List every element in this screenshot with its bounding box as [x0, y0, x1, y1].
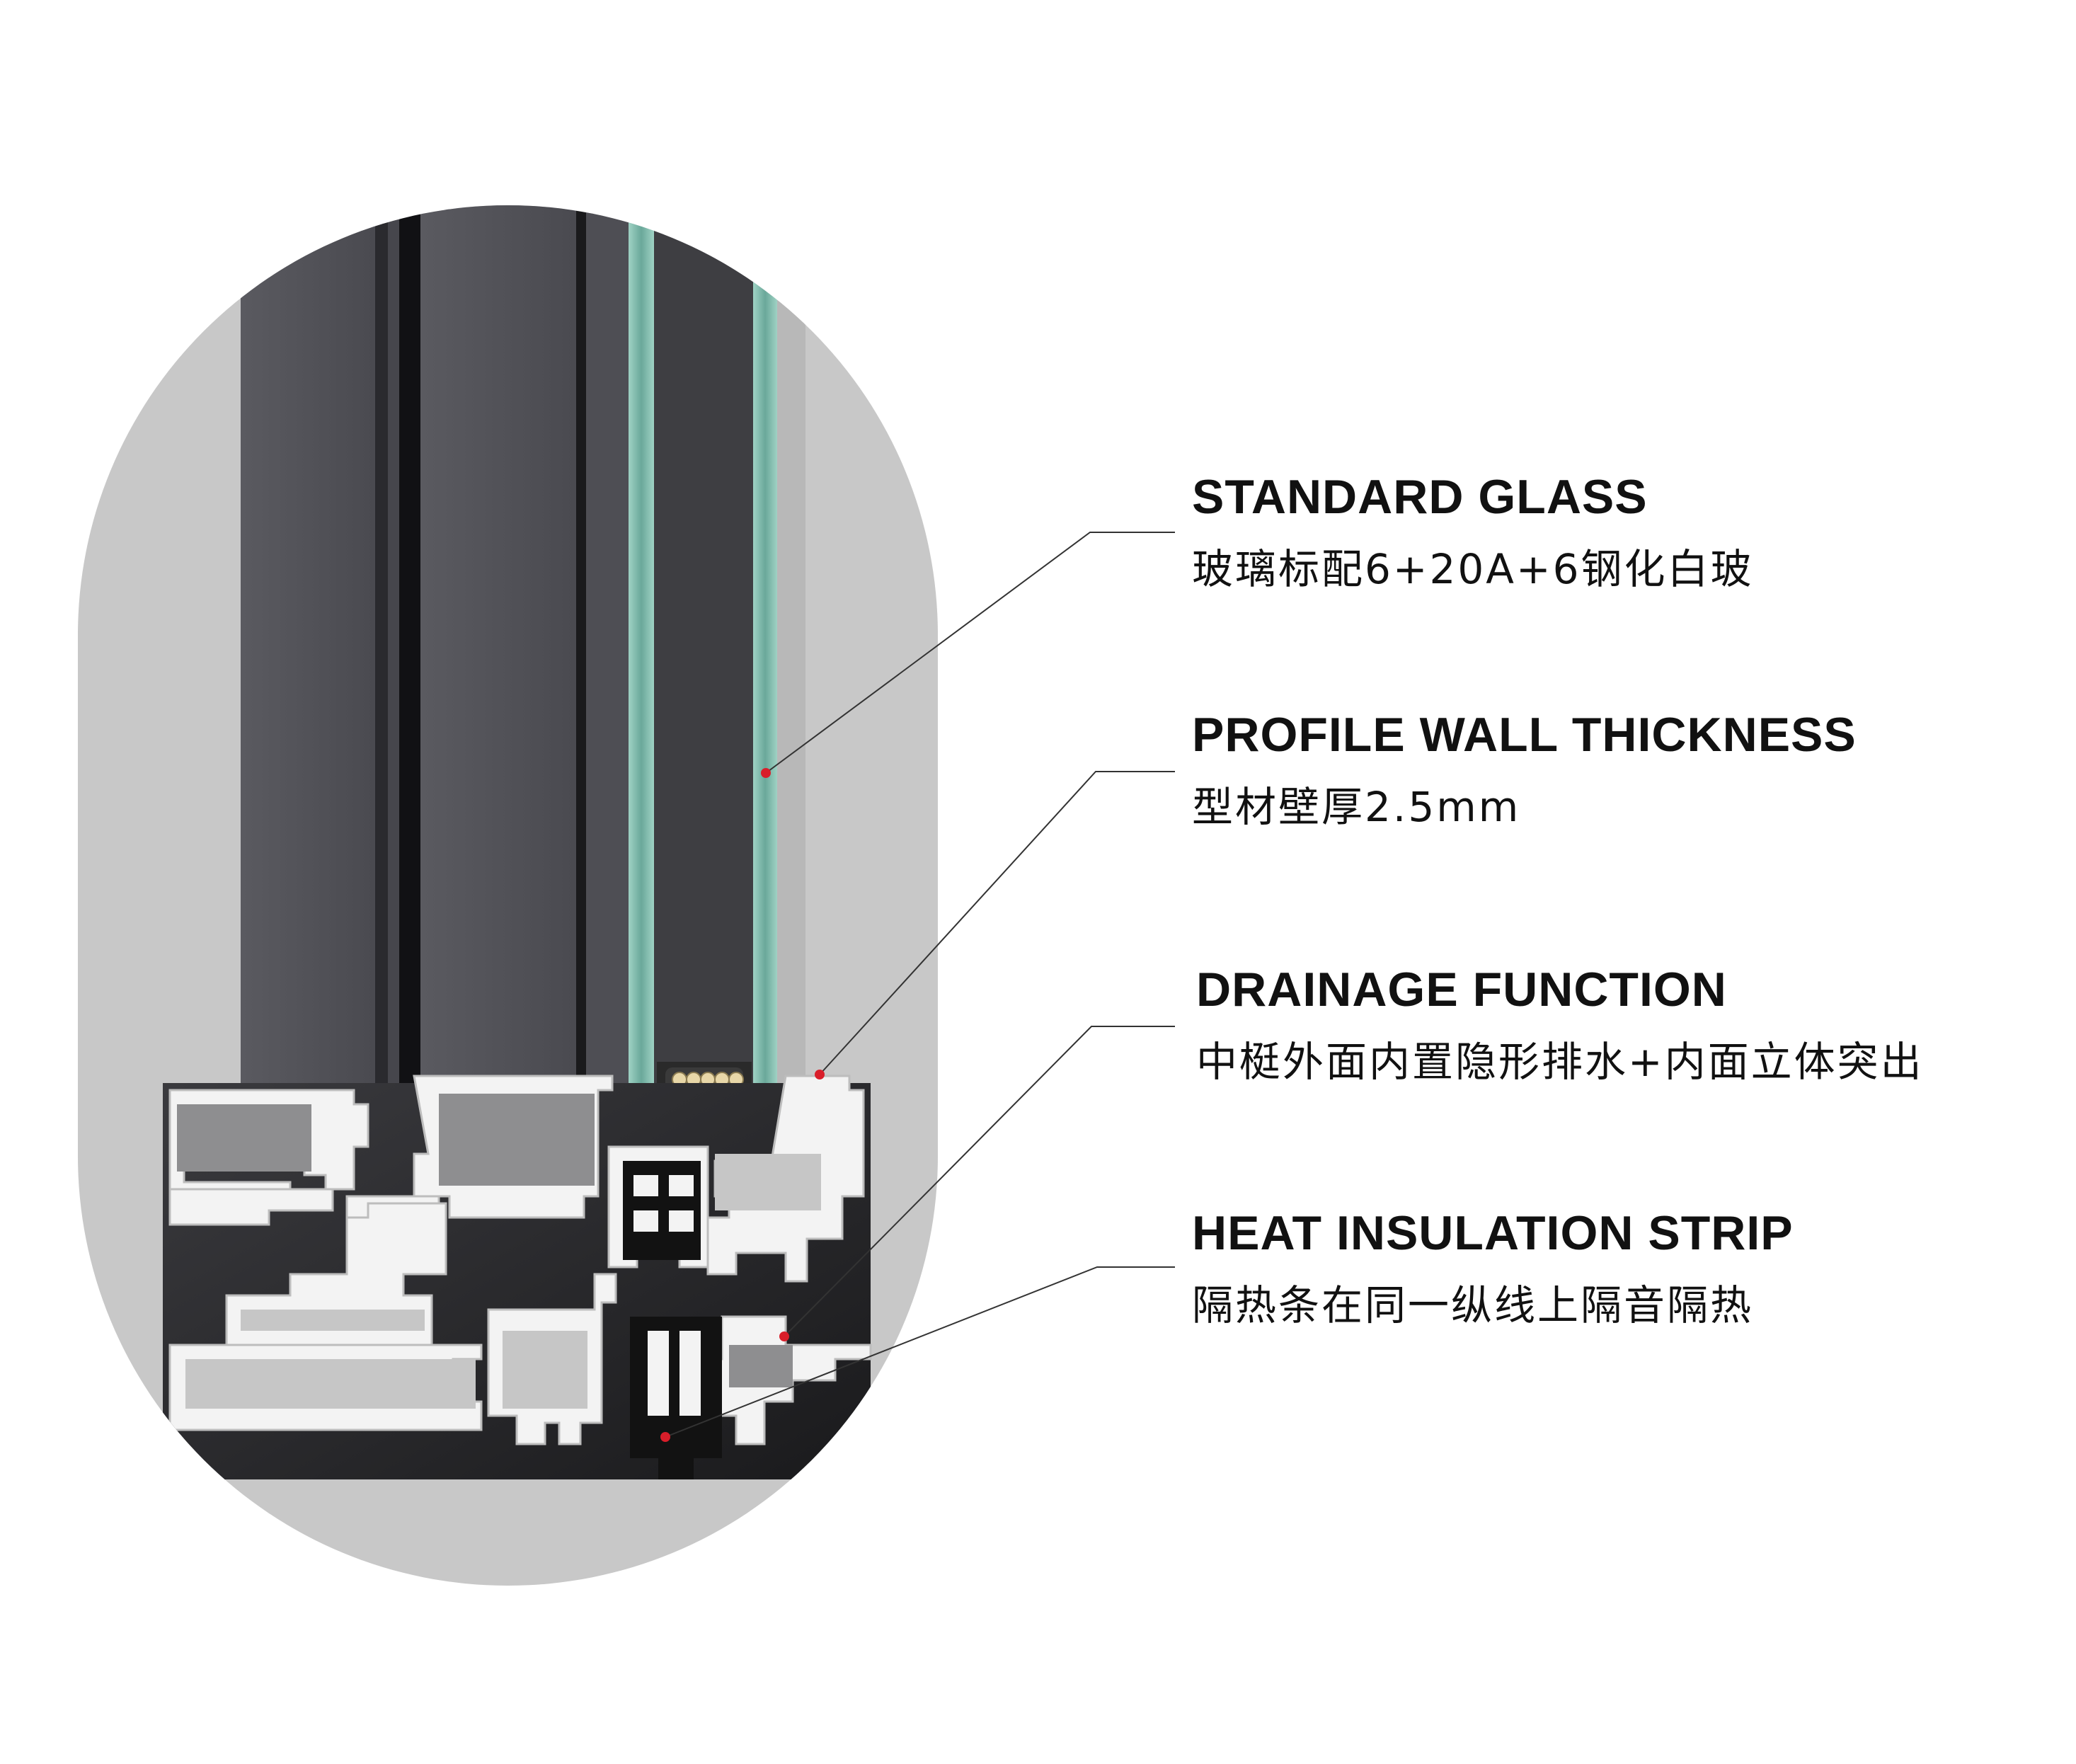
glass-unit: [629, 205, 805, 1090]
callout-profile-wall-thickness: PROFILE WALL THICKNESS 型材壁厚2.5mm: [1192, 706, 1857, 835]
marker-dots: [660, 768, 825, 1442]
callout-drainage-function: DRAINAGE FUNCTION 中梃外面内置隐形排水+内面立体突出: [1196, 961, 1924, 1090]
callout-title: DRAINAGE FUNCTION: [1196, 963, 1727, 1016]
callout-description: 中梃外面内置隐形排水+内面立体突出: [1196, 1038, 1924, 1086]
dot-marker-heat-insulation: [660, 1432, 670, 1442]
dot-marker-standard-glass: [761, 768, 771, 778]
leader-line-drainage: [784, 1026, 1175, 1337]
callout-standard-glass: STANDARD GLASS 玻璃标配6+20A+6钢化白玻: [1192, 469, 1753, 597]
leader-lines: [665, 532, 1175, 1438]
callout-title: PROFILE WALL THICKNESS: [1192, 708, 1857, 762]
callout-heat-insulation-strip: HEAT INSULATION STRIP 隔热条在同一纵线上隔音隔热: [1192, 1205, 1794, 1334]
leader-line-heat-insulation: [665, 1266, 1175, 1438]
vertical-frame: [241, 205, 629, 1083]
callout-title: HEAT INSULATION STRIP: [1192, 1206, 1794, 1260]
heat-insulation-strips: [623, 1161, 722, 1479]
callout-description: 隔热条在同一纵线上隔音隔热: [1192, 1281, 1754, 1329]
aluminium-profile-sections: [168, 1075, 872, 1445]
dot-marker-profile-wall: [815, 1070, 825, 1079]
leader-line-profile-wall: [819, 771, 1175, 1075]
callout-description: 玻璃标配6+20A+6钢化白玻: [1192, 545, 1754, 593]
leader-line-standard-glass: [765, 532, 1175, 774]
callout-description: 型材壁厚2.5mm: [1192, 783, 1521, 831]
dot-marker-drainage: [779, 1331, 789, 1341]
callout-title: STANDARD GLASS: [1192, 470, 1648, 524]
